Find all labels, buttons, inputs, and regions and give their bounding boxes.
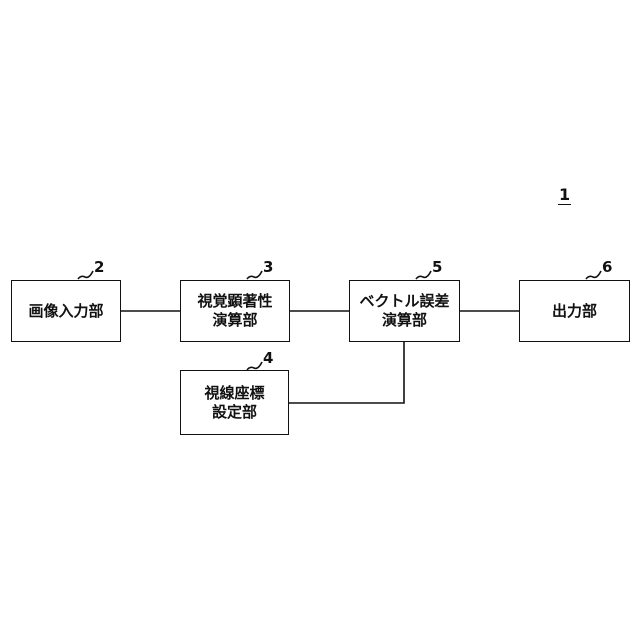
vector-error-block: ベクトル誤差 演算部 (349, 280, 460, 342)
vector-error-label: ベクトル誤差 演算部 (359, 292, 449, 330)
leader-3 (247, 271, 262, 279)
connector-4-5 (288, 342, 404, 403)
output-label: 出力部 (552, 302, 597, 321)
leader-6 (586, 271, 601, 279)
ref-number-6: 6 (602, 258, 612, 276)
output-block: 出力部 (519, 280, 630, 342)
ref-number-3: 3 (263, 258, 273, 276)
leader-4 (247, 362, 262, 370)
saliency-label: 視覚顕著性 演算部 (197, 292, 272, 330)
ref-number-2: 2 (94, 258, 104, 276)
gaze-block: 視線座標 設定部 (180, 370, 289, 435)
image-input-label: 画像入力部 (28, 302, 103, 321)
gaze-label: 視線座標 設定部 (204, 384, 264, 422)
image-input-block: 画像入力部 (11, 280, 121, 342)
figure-number: 1 (558, 186, 571, 205)
leader-2 (78, 271, 93, 279)
ref-number-5: 5 (432, 258, 442, 276)
leader-5 (416, 271, 431, 279)
saliency-block: 視覚顕著性 演算部 (180, 280, 290, 342)
ref-number-4: 4 (263, 349, 273, 367)
